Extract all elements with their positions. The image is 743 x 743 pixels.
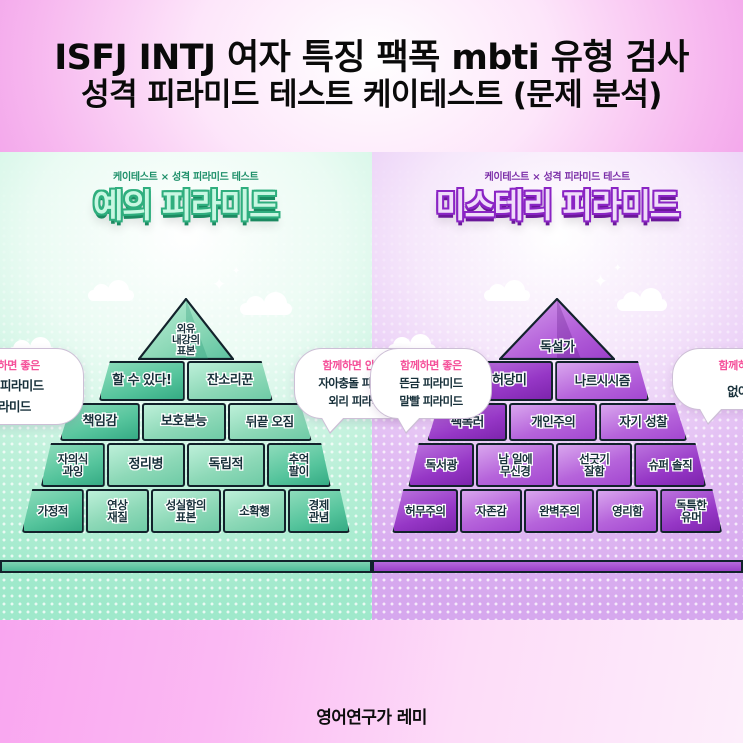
sparkle-icon: ✦ — [593, 272, 608, 292]
bubble-line: 우돌 피라미드 — [0, 378, 44, 393]
card-header-left: 케이테스트 × 성격 피라미드 테스트 예의 피라미드 — [0, 168, 372, 222]
brick-label: 잔소리꾼 — [206, 373, 255, 389]
title-line-1: ISFJ INTJ 여자 특징 팩폭 mbti 유형 검사 — [54, 38, 689, 79]
sparkle-icon: ✦ — [232, 266, 241, 277]
pyramid-brick[interactable]: 독서광 — [408, 443, 475, 487]
speech-bubble-mid-good[interactable]: 함께하면 좋은 뜬금 피라미드 말빨 피라미드 — [370, 348, 492, 419]
brick-label: 자기 성찰 — [618, 414, 669, 430]
sparkle-icon: ✦ — [613, 263, 622, 274]
footer-credit: 영어연구가 레미 — [316, 708, 427, 728]
brick-label: 영리함 — [611, 503, 644, 518]
pyramid-brick[interactable]: 정리병 — [106, 443, 185, 487]
card-kicker-right: 케이테스트 × 성격 피라미드 테스트 — [484, 172, 631, 183]
brick-label: 완벽주의 — [538, 503, 581, 518]
brick-label: 책임감 — [81, 414, 119, 430]
cloud-icon — [483, 280, 530, 301]
speech-bubble-right-edge[interactable]: 함께하면 없어 — [672, 348, 743, 410]
card-logo-left: 예의 피라미드 — [93, 186, 279, 225]
card-logo-right: 미스테리 피라미드 — [435, 186, 680, 225]
pyramid-brick[interactable]: 가정적 — [21, 489, 84, 533]
page-title: ISFJ INTJ 여자 특징 팩폭 mbti 유형 검사 성격 피라미드 테스… — [0, 0, 743, 152]
pyramid-brick[interactable]: 독립적 — [186, 443, 265, 487]
pyramid-brick[interactable]: 보호본능 — [141, 403, 226, 441]
pyramid-brick[interactable]: 영리함 — [596, 489, 659, 533]
bubble-line: 뜬금 피라미드 — [399, 376, 463, 390]
brick-label: 할 수 있다! — [111, 373, 173, 389]
brick-label: 독립적 — [207, 457, 245, 473]
brick-label: 개인주의 — [530, 414, 577, 430]
brick-label: 뒤끝 오짐 — [245, 414, 296, 430]
bubble-title: 함께하면 — [718, 359, 743, 372]
cloud-icon — [88, 280, 134, 301]
pyramid-stage: 케이테스트 × 성격 피라미드 테스트 예의 피라미드 ✦ ✦ — [0, 152, 743, 620]
speech-bubble-left-edge[interactable]: 함께하면 좋은 우돌 피라미드 피라미드 — [0, 348, 84, 425]
bubble-line: 피라미드 — [0, 399, 31, 414]
pyramid-brick[interactable]: 허무주의 — [392, 489, 459, 533]
bubble-line: 없어 — [727, 384, 743, 399]
pyramid-base-slab-left — [0, 560, 372, 573]
pyramid-brick[interactable]: 개인주의 — [509, 403, 598, 441]
pyramid-brick[interactable]: 잔소리꾼 — [186, 361, 273, 401]
card-header-right: 케이테스트 × 성격 피라미드 테스트 미스테리 피라미드 — [372, 168, 743, 222]
pyramid-brick[interactable]: 나르시시즘 — [555, 361, 650, 401]
bubble-title: 함께하면 좋은 — [0, 359, 40, 372]
brick-label: 정리병 — [127, 457, 165, 473]
apex-label-left: 외유 내강의 표본 — [171, 322, 202, 358]
pyramid-brick[interactable]: 소확행 — [222, 489, 286, 533]
pyramid-brick[interactable]: 뒤끝 오짐 — [227, 403, 312, 441]
brick-label: 허무주의 — [404, 503, 447, 518]
brick-label: 허당미 — [491, 373, 529, 389]
pyramid-brick[interactable]: 자존감 — [460, 489, 523, 533]
pyramid-brick[interactable]: 완벽주의 — [524, 489, 595, 533]
pyramid-apex-left: 외유 내강의 표본 — [137, 298, 234, 360]
bubble-line: 말빨 피라미드 — [399, 394, 463, 408]
brick-label: 나르시시즘 — [573, 373, 631, 389]
apex-label-line: 표본 — [175, 344, 196, 358]
brick-label: 독서광 — [424, 457, 459, 472]
bubble-title: 함께하면 좋은 — [400, 359, 462, 372]
pyramid-brick[interactable]: 할 수 있다! — [98, 361, 185, 401]
pyramid-base-slab-right — [371, 560, 743, 573]
brick-label: 보호본능 — [160, 414, 209, 430]
brick-label: 슈퍼 솔직 — [647, 457, 694, 472]
apex-label-right: 독설가 — [539, 340, 577, 356]
pyramid-apex-right: 독설가 — [499, 298, 616, 360]
sparkle-icon: ✦ — [212, 275, 227, 295]
pyramid-brick[interactable]: 자기 성찰 — [599, 403, 688, 441]
brick-label: 자존감 — [475, 503, 508, 518]
pyramid-brick[interactable]: 슈퍼 솔직 — [634, 443, 707, 487]
brick-label: 소확행 — [238, 503, 271, 518]
bottom-band — [0, 620, 743, 743]
card-kicker-left: 케이테스트 × 성격 피라미드 테스트 — [113, 172, 259, 183]
title-line-2: 성격 피라미드 테스트 케이테스트 (문제 분석) — [81, 77, 662, 114]
brick-label: 가정적 — [36, 503, 69, 518]
